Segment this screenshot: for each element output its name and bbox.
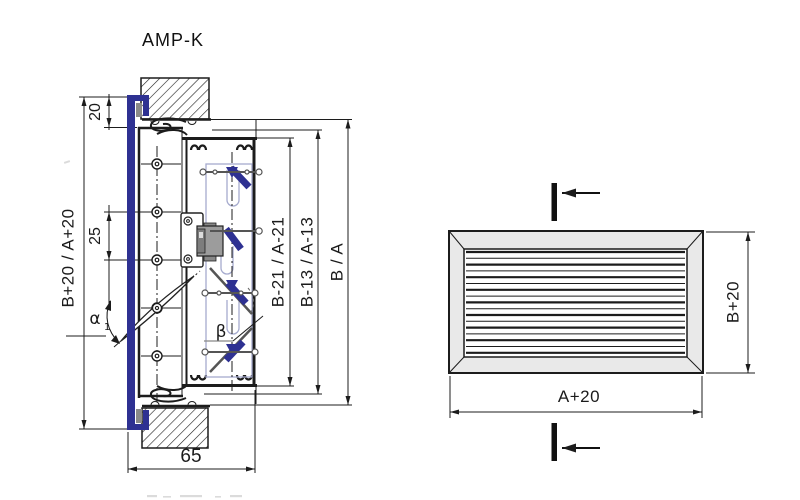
section-view: β α 1 B+20 / A+20 20 — [58, 77, 352, 473]
gasket — [136, 103, 142, 117]
damper-height-label: B-21 / A-21 — [268, 217, 287, 308]
alpha-label: α — [89, 309, 100, 329]
slat-pitch-label: 25 — [87, 227, 104, 245]
beta-angle: β — [204, 315, 264, 342]
linkage-rods — [199, 168, 263, 356]
page-artifacts — [63, 160, 242, 498]
face-width-label: A+20 — [558, 387, 600, 406]
screw-icon — [183, 216, 193, 226]
dimension-depth: 65 — [127, 390, 256, 473]
wall-opening-lines — [142, 118, 352, 408]
dimension-duct-height: B / A — [327, 119, 351, 405]
dimension-overall-height: B+20 / A+20 — [58, 96, 137, 430]
face-height-label: B+20 — [723, 281, 742, 323]
grille-slats — [466, 250, 685, 354]
dimension-core-height: B-13 / A-13 — [204, 129, 322, 395]
retaining-clips — [149, 117, 188, 403]
depth-label: 65 — [180, 446, 201, 467]
duct-height-label: B / A — [327, 243, 346, 282]
front-view: A+20 B+20 — [448, 183, 755, 461]
dimension-face-height: B+20 — [706, 231, 755, 374]
actuator — [180, 212, 263, 268]
section-cut-mark-bottom — [551, 423, 600, 461]
dimension-slat-pitch: 25 — [87, 211, 141, 261]
blade-swing-arc — [247, 287, 254, 315]
alpha-subscript: 1 — [104, 322, 110, 333]
screw-icon — [183, 254, 193, 264]
core-height-label: B-13 / A-13 — [297, 217, 316, 308]
dimension-frame-overlap: 20 — [87, 94, 137, 130]
drawing-title: AMP-K — [142, 30, 204, 50]
gasket — [136, 409, 142, 423]
damper-unit: β — [180, 120, 264, 404]
wall-hatch-bottom — [141, 407, 209, 449]
overall-height-label: B+20 / A+20 — [58, 208, 77, 307]
grille-face — [448, 230, 704, 374]
dimension-face-width: A+20 — [449, 376, 703, 418]
mounting-frame-profile — [127, 95, 149, 430]
dimension-damper-height: B-21 / A-21 — [257, 137, 294, 387]
section-cut-mark-top — [551, 183, 600, 221]
grille-core — [113, 126, 201, 402]
wall-hatch-top — [140, 77, 210, 120]
blade-track — [205, 163, 253, 378]
beta-label: β — [216, 322, 227, 342]
frame-overlap-label: 20 — [87, 103, 104, 121]
